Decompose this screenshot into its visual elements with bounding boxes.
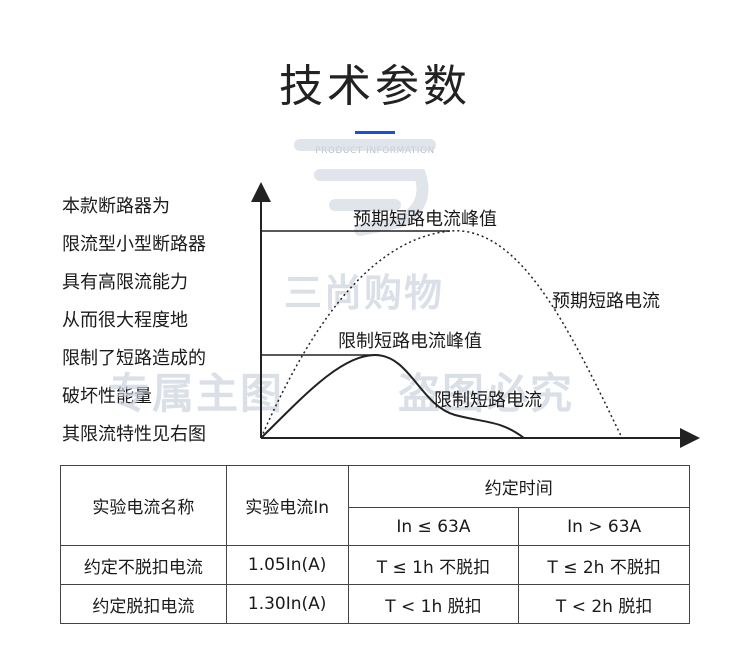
- cell-name: 约定脱扣电流: [60, 584, 227, 624]
- chart-label-prospective-current: 预期短路电流: [552, 291, 660, 312]
- chart-label-limited-current: 限制短路电流: [434, 390, 542, 411]
- table-header-row: 实验电流名称 实验电流In 约定时间: [60, 465, 691, 546]
- cell-current: 1.30In(A): [225, 584, 349, 624]
- title-underline: [355, 131, 395, 134]
- cell-name: 约定不脱扣电流: [60, 545, 227, 585]
- description-line: 本款断路器为: [62, 196, 170, 217]
- page-title: 技术参数: [279, 61, 471, 112]
- header-test-current: 实验电流In: [225, 465, 349, 546]
- spec-table: 实验电流名称 实验电流In 约定时间 In ≤ 63A In > 63A 约定不…: [60, 465, 691, 624]
- description-line: 其限流特性见右图: [62, 424, 206, 445]
- watermark-text: 专属主图: [108, 369, 285, 418]
- description-line: 从而很大程度地: [62, 310, 188, 331]
- cell-time-2: T ≤ 2h 不脱扣: [518, 545, 690, 585]
- description-line: 限流型小型断路器: [62, 234, 206, 255]
- watermark-text: 三尚购物: [284, 271, 445, 315]
- description-list: 本款断路器为 限流型小型断路器 具有高限流能力 从而很大程度地 限制了短路造成的…: [62, 188, 206, 454]
- header-test-current-name: 实验电流名称: [60, 465, 227, 546]
- cell-time-1: T ≤ 1h 不脱扣: [347, 545, 520, 585]
- chart-label-limited-peak: 限制短路电流峰值: [338, 331, 482, 352]
- table-subheader-row: In ≤ 63A In > 63A: [61, 507, 690, 546]
- cell-current: 1.05In(A): [225, 545, 349, 585]
- chart-label-prospective-peak: 预期短路电流峰值: [353, 209, 497, 230]
- watermark-text: 盗图必究: [398, 369, 575, 418]
- prospective-current-curve: [260, 230, 623, 439]
- table-row: 约定脱扣电流 1.30In(A) T < 1h 脱扣 T < 2h 脱扣: [60, 584, 690, 624]
- cell-time-2: T < 2h 脱扣: [518, 584, 690, 624]
- description-line: 破坏性能量: [62, 386, 152, 407]
- subheader-le-63a: In ≤ 63A: [347, 507, 520, 546]
- subheader-gt-63a: In > 63A: [518, 507, 690, 546]
- cell-time-1: T < 1h 脱扣: [347, 584, 520, 624]
- limited-current-curve: [260, 353, 525, 439]
- table-row: 约定不脱扣电流 1.05In(A) T ≤ 1h 不脱扣 T ≤ 2h 不脱扣: [60, 545, 690, 585]
- description-line: 限制了短路造成的: [62, 348, 206, 369]
- header-agreed-time: 约定时间: [347, 465, 691, 508]
- description-line: 具有高限流能力: [62, 272, 188, 293]
